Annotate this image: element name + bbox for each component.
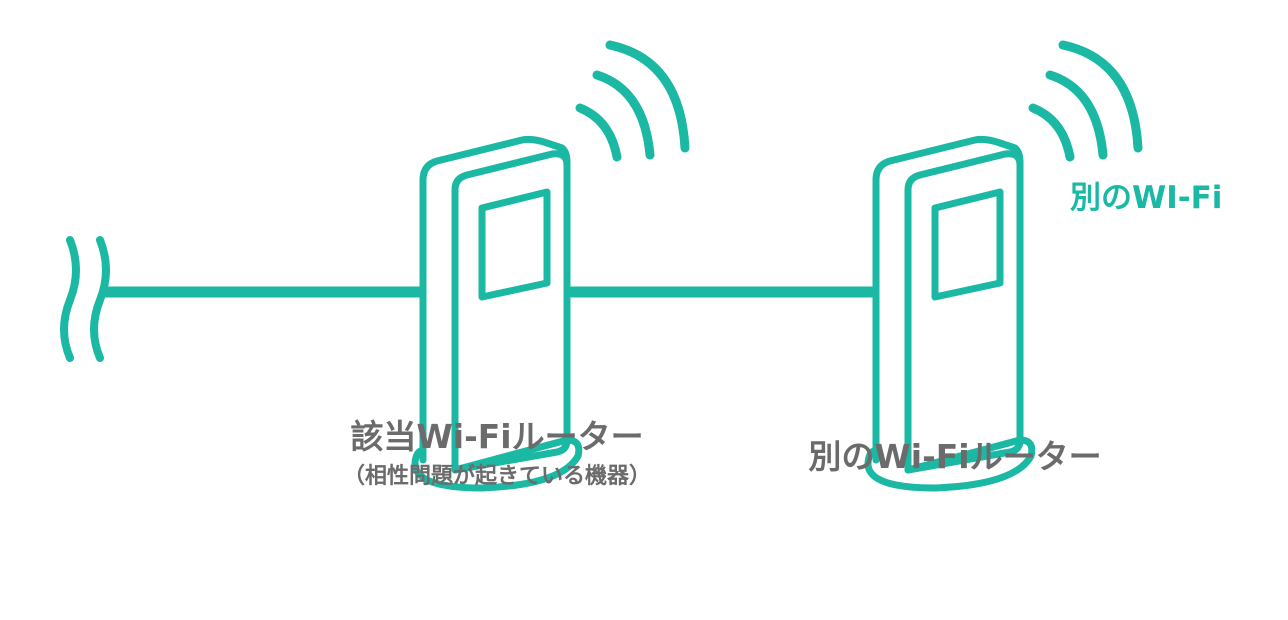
cable-break-icon (60, 236, 110, 362)
router-icon (868, 45, 1138, 488)
router-label: 別のWi-Fiルーター (808, 437, 1102, 476)
router-label: 該当Wi-Fiルーター (350, 417, 644, 456)
wifi-tag-label: 別のWI-Fi (1070, 180, 1223, 216)
router-sublabel: （相性問題が起きている機器） (342, 464, 651, 489)
